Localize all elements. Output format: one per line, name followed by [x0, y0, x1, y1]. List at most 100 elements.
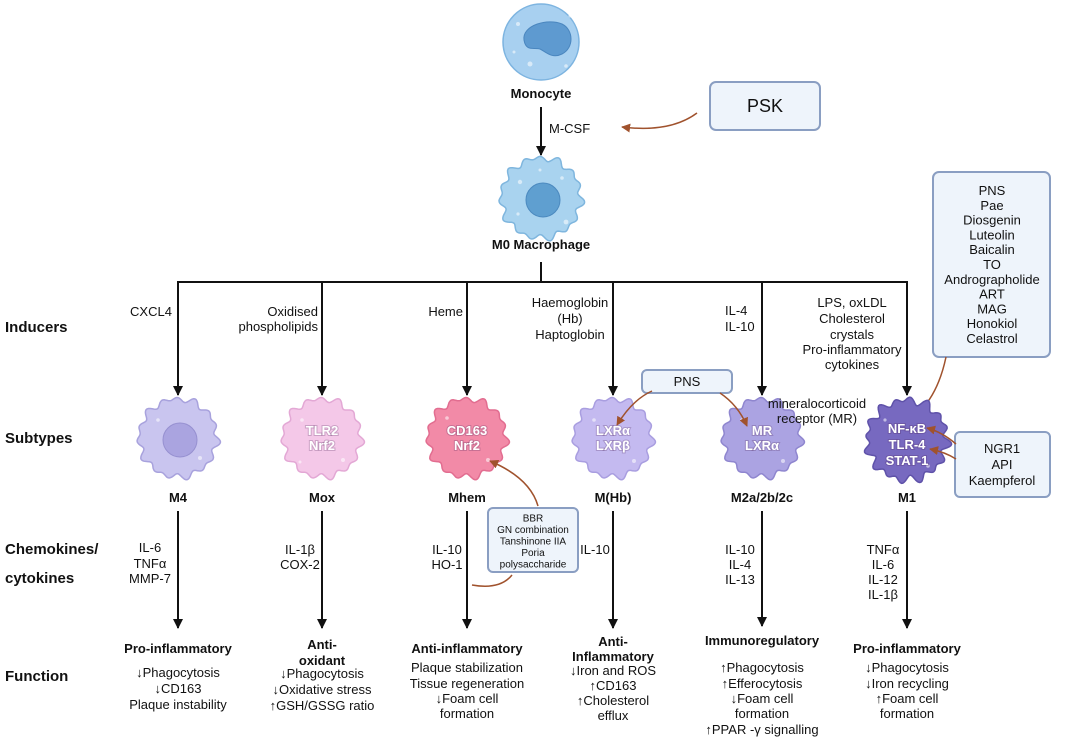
function-title-mhem: Anti-inflammatory — [411, 641, 523, 656]
compound-text: MAG — [977, 301, 1007, 316]
mr-note: mineralocorticoid — [768, 396, 866, 411]
function-item: ↓Phagocytosis — [865, 660, 949, 675]
function-item: ↑Foam cell — [876, 691, 939, 706]
function-title-m1: Pro-inflammatory — [853, 641, 961, 656]
inducer-text: IL-10 — [725, 319, 755, 334]
function-item: ↓CD163 — [155, 681, 202, 696]
compound-text: Kaempferol — [969, 473, 1036, 488]
function-title-m4: Pro-inflammatory — [124, 641, 232, 656]
row-label-subtypes: Subtypes — [5, 430, 73, 447]
inducer-text: LPS, oxLDL — [817, 295, 886, 310]
function-item: ↓Oxidative stress — [273, 682, 372, 697]
function-item: formation — [880, 706, 934, 721]
m4-cell — [136, 396, 222, 481]
cell-marker: CD163 — [447, 423, 487, 438]
m-csf-label: M-CSF — [549, 121, 590, 136]
pns-label: PNS — [674, 374, 701, 389]
function-item: ↓Phagocytosis — [136, 665, 220, 680]
inducer-text: Oxidised — [267, 304, 318, 319]
inducer-text: phospholipids — [238, 319, 318, 334]
function-item: ↓Iron recycling — [865, 676, 949, 691]
inducer-text: cytokines — [825, 357, 880, 372]
compound-text: Diosgenin — [963, 213, 1021, 228]
inducer-text: Haemoglobin — [532, 295, 609, 310]
pns-to-m2-arrow — [719, 392, 748, 427]
function-item: ↑GSH/GSSG ratio — [270, 698, 375, 713]
cell-marker: MR — [752, 423, 773, 438]
cytokine-text: MMP-7 — [129, 571, 171, 586]
function-item: ↑Cholesterol — [577, 693, 649, 708]
cell-marker: TLR-4 — [889, 437, 927, 452]
m0-macrophage-label: M0 Macrophage — [492, 237, 590, 252]
monocyte-label: Monocyte — [511, 86, 572, 101]
compound-text: Baicalin — [969, 242, 1015, 257]
mox-cell — [280, 396, 366, 481]
cytokine-text: IL-13 — [725, 572, 755, 587]
function-item: formation — [735, 706, 789, 721]
function-item: ↓Phagocytosis — [280, 666, 364, 681]
m1-second-box — [954, 431, 1051, 498]
m1-second-arrow-upper — [926, 425, 957, 445]
compound-text: Poria — [521, 548, 545, 559]
cytokine-text: IL-10 — [725, 542, 755, 557]
cell-marker: TLR2 — [306, 423, 339, 438]
compound-text: Andrographolide — [944, 272, 1039, 287]
row-label-function: Function — [5, 668, 68, 685]
m1-second-arrow-lower — [929, 446, 957, 460]
subtype-label-mox: Mox — [309, 490, 336, 505]
function-title-mhb: Anti- — [598, 634, 628, 649]
cytokine-text: TNFα — [134, 556, 167, 571]
inducer-text: Haptoglobin — [535, 327, 604, 342]
inducer-text: (Hb) — [557, 311, 582, 326]
inducer-text: Pro-inflammatory — [803, 342, 902, 357]
cell-marker: LXRα — [745, 438, 779, 453]
inducer-text: crystals — [830, 327, 875, 342]
m1-cell — [863, 396, 953, 485]
cytokine-text: IL-10 — [432, 542, 462, 557]
cell-marker: NF-κB — [888, 421, 926, 436]
compound-text: Pae — [980, 198, 1003, 213]
function-item: Plaque stabilization — [411, 660, 523, 675]
function-item: ↓Foam cell — [731, 691, 794, 706]
cell-marker: STAT-1 — [886, 453, 929, 468]
inducer-text: IL-4 — [725, 303, 747, 318]
function-title-mox: oxidant — [299, 653, 346, 668]
mhem-compound-arrow — [489, 460, 539, 507]
row-label-inducers: Inducers — [5, 319, 68, 336]
pns-to-mhb-arrow — [616, 390, 653, 426]
cytokine-text: TNFα — [867, 542, 900, 557]
compound-text: ART — [979, 287, 1005, 302]
cell-marker: LXRβ — [596, 438, 630, 453]
compound-text: Tanshinone IIA — [500, 537, 566, 548]
function-item: ↑CD163 — [590, 678, 637, 693]
psk-label: PSK — [747, 96, 783, 116]
function-item: formation — [440, 706, 494, 721]
cell-marker: Nrf2 — [454, 438, 480, 453]
compound-text: GN combination — [497, 525, 569, 536]
mhem-compound-link — [471, 574, 513, 587]
cell-marker: LXRα — [596, 423, 630, 438]
function-item: ↑PPAR -γ signalling — [705, 722, 818, 737]
cytokine-text: IL-12 — [868, 572, 898, 587]
function-item: efflux — [598, 708, 629, 723]
psk-box — [709, 81, 821, 131]
cytokine-text: IL-6 — [872, 557, 894, 572]
compound-text: BBR — [523, 514, 544, 525]
cytokine-text: IL-6 — [139, 540, 161, 555]
cytokine-text: COX-2 — [280, 557, 320, 572]
subtype-label-mhb: M(Hb) — [595, 490, 632, 505]
mr-note: receptor (MR) — [777, 411, 857, 426]
pns-box — [641, 369, 733, 394]
cytokine-text: IL-10 — [580, 542, 610, 557]
compound-text: API — [992, 457, 1013, 472]
row-label-chemokines: Chemokines/ — [5, 541, 99, 558]
function-item: Tissue regeneration — [410, 676, 524, 691]
function-title-mhb: Inflammatory — [572, 649, 654, 664]
function-item: ↑Efferocytosis — [722, 676, 803, 691]
function-item: ↓Iron and ROS — [570, 663, 656, 678]
function-item: ↓Foam cell — [436, 691, 499, 706]
m0-macrophage-cell — [498, 155, 586, 242]
row-label-cytokines: cytokines — [5, 570, 74, 587]
compound-text: polysaccharide — [500, 560, 567, 571]
